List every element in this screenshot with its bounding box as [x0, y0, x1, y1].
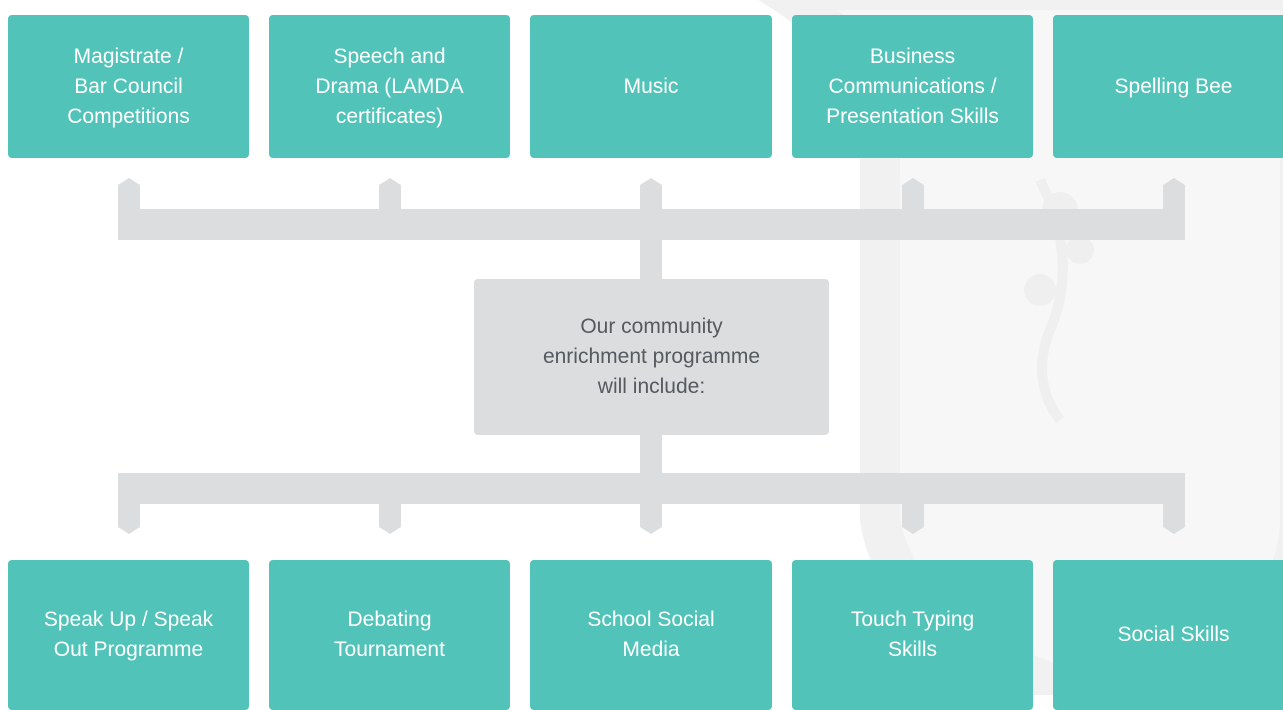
- bottom-item-speak-up: Speak Up / Speak Out Programme: [8, 560, 249, 710]
- bottom-item-touch-typing: Touch Typing Skills: [792, 560, 1033, 710]
- top-item-magistrate: Magistrate / Bar Council Competitions: [8, 15, 249, 158]
- bottom-item-social-media: School Social Media: [530, 560, 772, 710]
- top-item-speech-drama: Speech and Drama (LAMDA certificates): [269, 15, 510, 158]
- bottom-item-social-skills: Social Skills: [1053, 560, 1283, 710]
- center-box: Our community enrichment programme will …: [474, 279, 829, 435]
- top-item-music: Music: [530, 15, 772, 158]
- top-item-spelling-bee: Spelling Bee: [1053, 15, 1283, 158]
- top-item-business-communications: Business Communications / Presentation S…: [792, 15, 1033, 158]
- connector-lines: [118, 178, 1185, 534]
- bottom-item-debating: Debating Tournament: [269, 560, 510, 710]
